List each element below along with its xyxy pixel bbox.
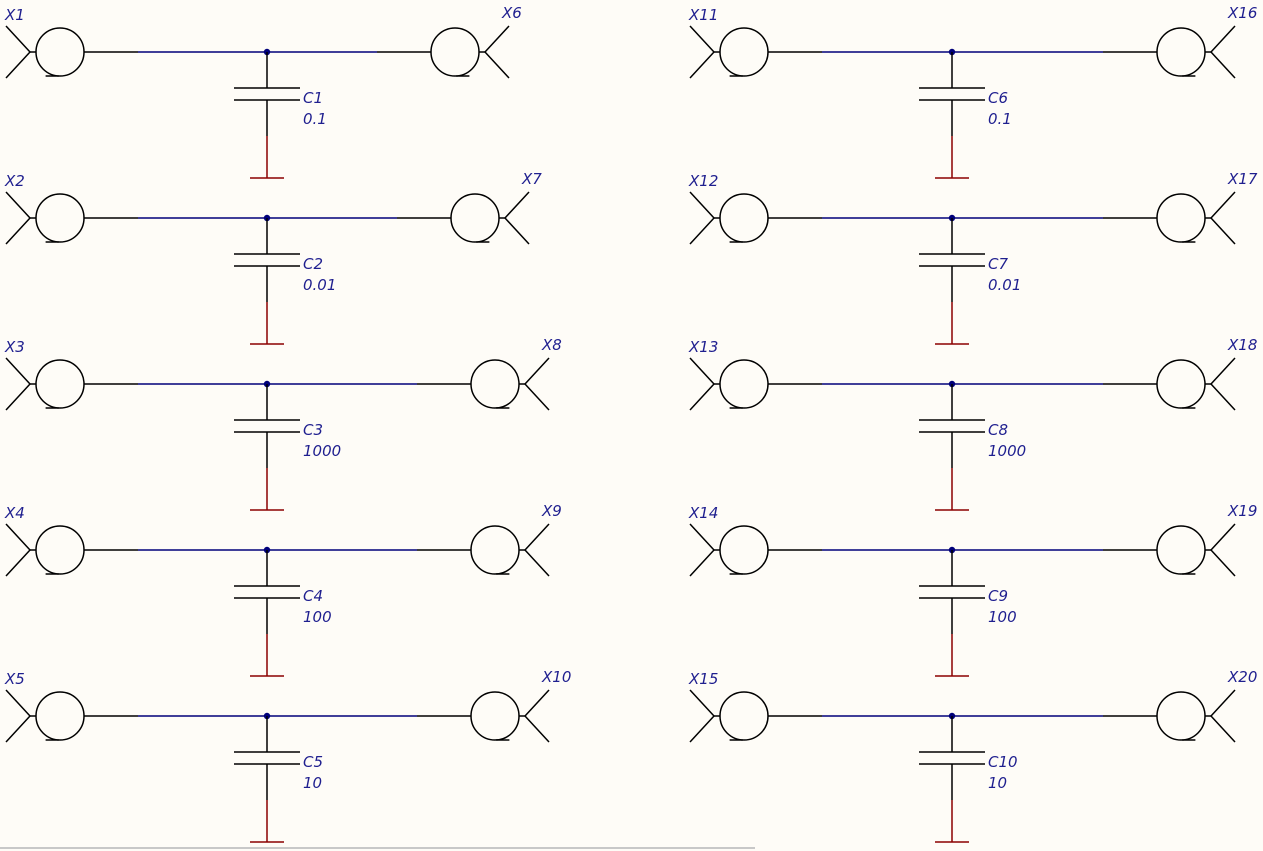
- capacitor-value: 0.1: [303, 110, 327, 128]
- left-fork-lower: [5, 217, 31, 245]
- right-fork-lower: [524, 549, 550, 577]
- left-fork-upper: [689, 191, 715, 219]
- left-fork-lower: [689, 715, 715, 743]
- capacitor-designator: C3: [303, 421, 323, 439]
- right-fork-upper: [1210, 523, 1236, 551]
- right-fork-lower: [1210, 549, 1236, 577]
- left-connector-label: X5: [4, 670, 25, 688]
- left-fork-upper: [689, 523, 715, 551]
- right-connector-label: X10: [541, 668, 571, 686]
- capacitor-designator: C10: [988, 753, 1018, 771]
- capacitor-value: 10: [988, 774, 1007, 792]
- right-fork-upper: [524, 523, 550, 551]
- left-fork-lower: [5, 715, 31, 743]
- left-connector-symbol: [689, 25, 769, 79]
- right-fork-upper: [1210, 25, 1236, 53]
- left-fork-upper: [5, 25, 31, 53]
- right-fork-lower: [1210, 51, 1236, 79]
- right-fork-upper: [504, 191, 530, 219]
- left-fork-upper: [5, 357, 31, 385]
- left-connector-label: X4: [4, 504, 25, 522]
- capacitor-designator: C6: [988, 89, 1008, 107]
- right-fork-upper: [484, 25, 510, 53]
- left-connector-label: X3: [4, 338, 25, 356]
- capacitor-designator: C1: [303, 89, 323, 107]
- right-fork-lower: [524, 383, 550, 411]
- left-fork-upper: [5, 523, 31, 551]
- right-fork-upper: [524, 689, 550, 717]
- right-connector-label: X19: [1227, 502, 1257, 520]
- left-fork-upper: [5, 689, 31, 717]
- left-connector-label: X12: [688, 172, 718, 190]
- capacitor-value: 100: [988, 608, 1017, 626]
- capacitor-designator: C5: [303, 753, 323, 771]
- left-fork-upper: [689, 357, 715, 385]
- left-fork-upper: [689, 689, 715, 717]
- left-connector-label: X11: [688, 6, 718, 24]
- capacitor-designator: C4: [303, 587, 323, 605]
- left-fork-lower: [689, 51, 715, 79]
- capacitor-value: 100: [303, 608, 332, 626]
- left-fork-lower: [689, 217, 715, 245]
- capacitor-value: 0.1: [988, 110, 1012, 128]
- left-connector-label: X15: [688, 670, 718, 688]
- capacitor-value: 0.01: [988, 276, 1021, 294]
- right-fork-lower: [504, 217, 530, 245]
- left-connector-label: X14: [688, 504, 718, 522]
- right-fork-upper: [524, 357, 550, 385]
- right-fork-lower: [1210, 217, 1236, 245]
- capacitor-designator: C8: [988, 421, 1008, 439]
- left-connector-symbol: [689, 357, 769, 411]
- capacitor-value: 1000: [988, 442, 1026, 460]
- capacitor-value: 10: [303, 774, 322, 792]
- left-fork-lower: [5, 51, 31, 79]
- left-fork-upper: [5, 191, 31, 219]
- right-connector-label: X18: [1227, 336, 1257, 354]
- capacitor-designator: C2: [303, 255, 323, 273]
- capacitor-designator: C7: [988, 255, 1008, 273]
- right-fork-upper: [1210, 689, 1236, 717]
- right-fork-lower: [524, 715, 550, 743]
- left-connector-label: X2: [4, 172, 25, 190]
- capacitor-designator: C9: [988, 587, 1008, 605]
- right-fork-lower: [484, 51, 510, 79]
- left-fork-lower: [689, 549, 715, 577]
- right-fork-lower: [1210, 383, 1236, 411]
- right-fork-upper: [1210, 191, 1236, 219]
- left-fork-lower: [5, 549, 31, 577]
- left-fork-lower: [5, 383, 31, 411]
- right-connector-label: X7: [521, 170, 542, 188]
- right-connector-label: X17: [1227, 170, 1258, 188]
- right-connector-label: X6: [501, 4, 522, 22]
- left-connector-label: X1: [4, 6, 25, 24]
- right-fork-lower: [1210, 715, 1236, 743]
- right-connector-label: X20: [1227, 668, 1257, 686]
- left-connector-symbol: [5, 523, 85, 577]
- right-connector-label: X16: [1227, 4, 1257, 22]
- capacitor-value: 1000: [303, 442, 341, 460]
- right-connector-label: X9: [541, 502, 562, 520]
- right-fork-upper: [1210, 357, 1236, 385]
- right-connector-label: X8: [541, 336, 562, 354]
- capacitor-value: 0.01: [303, 276, 336, 294]
- left-connector-symbol: [689, 191, 769, 245]
- left-connector-label: X13: [688, 338, 718, 356]
- left-fork-lower: [689, 383, 715, 411]
- left-fork-upper: [689, 25, 715, 53]
